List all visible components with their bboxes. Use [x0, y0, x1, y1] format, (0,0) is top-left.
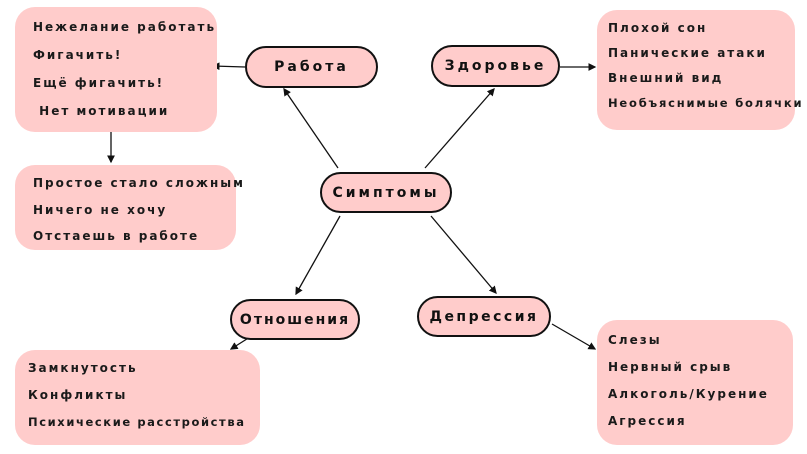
list-item: Ещё фигачить! [33, 76, 165, 90]
arrow-work-to-box [211, 62, 246, 71]
arrow-center-to-work [283, 87, 339, 169]
health-items-box [597, 10, 795, 130]
list-item: Слезы [608, 333, 662, 347]
list-item: Простое стало сложным [33, 176, 245, 190]
arrow-center-to-health [424, 88, 495, 169]
node-work: Работа [245, 46, 378, 88]
list-item: Нежелание работать [33, 20, 217, 34]
depression-items-box [597, 320, 793, 445]
list-item: Плохой сон [608, 21, 708, 35]
work-items-box [15, 7, 217, 132]
list-item: Фигачить! [33, 48, 123, 62]
node-health: Здоровье [431, 45, 560, 87]
node-depression: Депрессия [417, 296, 551, 337]
list-item: Отстаешь в работе [33, 229, 200, 243]
list-item: Замкнутость [28, 361, 138, 375]
list-item: Алкоголь/Курение [608, 387, 769, 401]
list-item: Нет мотивации [33, 104, 170, 118]
list-item: Ничего не хочу [33, 203, 168, 217]
list-item: Нервный срыв [608, 360, 733, 374]
list-item: Необъяснимые болячки [608, 96, 804, 110]
arrow-center-to-relations [295, 215, 341, 296]
list-item: Панические атаки [608, 46, 767, 60]
arrow-depression-to-box [551, 323, 597, 350]
work-subitems-box [15, 165, 236, 250]
list-item: Агрессия [608, 414, 687, 428]
node-center: Симптомы [320, 172, 452, 213]
arrow-center-to-depression [430, 215, 497, 294]
list-item: Внешний вид [608, 71, 724, 85]
relations-items-box [15, 350, 260, 445]
node-relations: Отношения [230, 299, 360, 340]
list-item: Психические расстройства [28, 415, 246, 429]
list-item: Конфликты [28, 388, 128, 402]
